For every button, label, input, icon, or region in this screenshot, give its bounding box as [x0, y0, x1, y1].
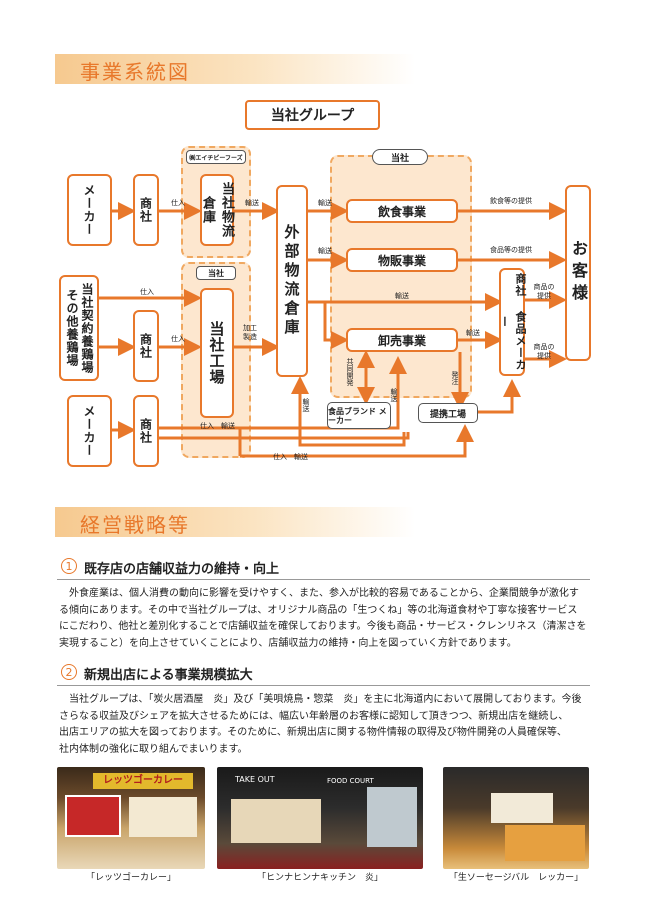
- photo-sausage-bar: [443, 767, 589, 869]
- food-maker-box: 商社 食品メーカー: [498, 268, 527, 376]
- photo-lets-go-curry: レッツゴーカレー: [57, 767, 205, 869]
- photo2-sign-b: FOOD COURT: [327, 777, 374, 785]
- photo1-menu-panel: [129, 797, 197, 837]
- item1-title: 既存店の店舗収益力の維持・向上: [84, 562, 280, 577]
- photo3-shelf: [491, 793, 553, 823]
- photo1-sign: レッツゴーカレー: [93, 773, 193, 789]
- item1-rule: [57, 579, 590, 580]
- warehouse-box: 当社物流倉庫: [200, 174, 234, 246]
- photo2-sign: TAKE OUT: [235, 775, 275, 784]
- business-tag: 当社: [372, 149, 428, 165]
- caption-photo-1: 「レッツゴーカレー」: [85, 873, 176, 883]
- maker-box-1: メーカー: [67, 174, 112, 246]
- section-title-strategy: 経営戦略等: [80, 513, 190, 537]
- label-yuso-7: 輸送: [302, 398, 310, 412]
- item2-line-1: 当社グループは、「炭火居酒屋 炎」及び「美唄焼鳥・惣菜 炎」を主に北海道内におい…: [59, 694, 582, 705]
- group-box: 当社グループ: [245, 100, 380, 130]
- diagram-connectors: [97, 202, 567, 458]
- label-yuso-4: 輸送: [318, 247, 332, 255]
- shosha-box-2: 商社: [133, 310, 159, 382]
- item2-line-3: 出店エリアの拡大を図っております。そのために、新規出店に関する物件情報の取得及び…: [59, 727, 567, 738]
- item1-line-4: 実現すること）を向上させていくことにより、店舗収益力の維持・向上を図っていく方針…: [59, 637, 517, 649]
- item2-line-4: 社内体制の強化に取り組んでまいります。: [59, 743, 248, 755]
- label-hatchu: 発注: [451, 371, 459, 385]
- label-kako: 加工 製造: [243, 324, 257, 341]
- label-yuso-3: 輸送: [318, 199, 332, 207]
- item1-body: 外食産業は、個人消費の動向に影響を受けやすく、また、参入が比較的容易であることか…: [59, 586, 599, 652]
- item1-line-3: にこだわり、他社と差別化することで店舗収益を確保しております。今後も商品・サービ…: [59, 621, 587, 632]
- item2-rule: [57, 685, 590, 686]
- restaurant-box: 飲食事業: [346, 199, 458, 223]
- label-yuso-5: 輸送: [395, 292, 409, 300]
- label-shiire-1: 仕入: [171, 199, 185, 207]
- external-warehouse-box: 外部物流倉庫: [276, 185, 308, 377]
- label-shiire-3: 仕入: [171, 335, 185, 343]
- label-shiire-yuso: 仕入 輸送: [273, 453, 308, 461]
- shosha-box-1: 商社: [133, 174, 159, 246]
- label-inshoku-teikyo: 飲食等の提供: [490, 197, 532, 205]
- photo3-counter: [505, 825, 585, 861]
- factory-box: 当社工場: [200, 288, 234, 418]
- item1-line-1: 外食産業は、個人消費の動向に影響を受けやすく、また、参入が比較的容易であることか…: [59, 588, 579, 599]
- ehchb-tag: ㈱エイチビーフーズ: [186, 150, 246, 164]
- label-yuso-8: 輸送: [390, 388, 398, 402]
- label-shohin-teikyo-2: 商品の 提供: [533, 343, 555, 360]
- label-yuso-6: 輸送: [466, 329, 480, 337]
- label-yuso-2: 輸送: [221, 422, 235, 430]
- label-shohin-teikyo-1: 商品の 提供: [533, 283, 555, 300]
- photo2-window: [367, 787, 417, 847]
- item2-body: 当社グループは、「炭火居酒屋 炎」及び「美唄焼鳥・惣菜 炎」を主に北海道内におい…: [59, 692, 599, 758]
- label-shokuhin-teikyo: 食品等の提供: [490, 246, 532, 254]
- maker-box-2: メーカー: [67, 395, 112, 467]
- brand-maker-box: 食品ブランド メーカー: [327, 402, 391, 429]
- partner-factory-box: 提携工場: [418, 403, 478, 423]
- section-band-system: [55, 54, 415, 84]
- customer-box: お客様: [565, 185, 591, 361]
- label-kyodo: 共同開発: [346, 358, 354, 386]
- photo2-counter: [231, 799, 321, 843]
- caption-photo-2: 「ヒンナヒンナキッチン 炎」: [256, 873, 383, 883]
- shosha-box-3: 商社: [133, 395, 159, 467]
- label-yuso-1: 輸送: [245, 199, 259, 207]
- photo1-menu-board: [65, 795, 121, 837]
- label-shiire-4: 仕入: [200, 422, 214, 430]
- section-title-system: 事業系統図: [80, 60, 190, 84]
- factory-tag: 当社: [196, 266, 236, 280]
- retail-box: 物販事業: [346, 248, 458, 272]
- item2-number: 2: [61, 664, 77, 680]
- item2-line-2: さらなる収益及びシェアを拡大させるためには、幅広い年齢層のお客様に認知して頂きつ…: [59, 710, 569, 722]
- section-band-strategy: [55, 507, 415, 537]
- item1-number: 1: [61, 558, 77, 574]
- wholesale-box: 卸売事業: [346, 328, 458, 352]
- item1-line-2: る傾向にあります。その中で当社グループは、オリジナル商品の「生つくね」等の北海道…: [59, 604, 578, 616]
- photo-hinna-kitchen: TAKE OUT FOOD COURT: [217, 767, 423, 869]
- item2-title: 新規出店による事業規模拡大: [84, 668, 253, 683]
- caption-photo-3: 「生ソーセージバル レッカー」: [448, 873, 584, 883]
- contract-farm-box: 当社契約養鶏場 その他養鶏場: [59, 275, 99, 381]
- label-shiire-2: 仕入: [140, 288, 154, 296]
